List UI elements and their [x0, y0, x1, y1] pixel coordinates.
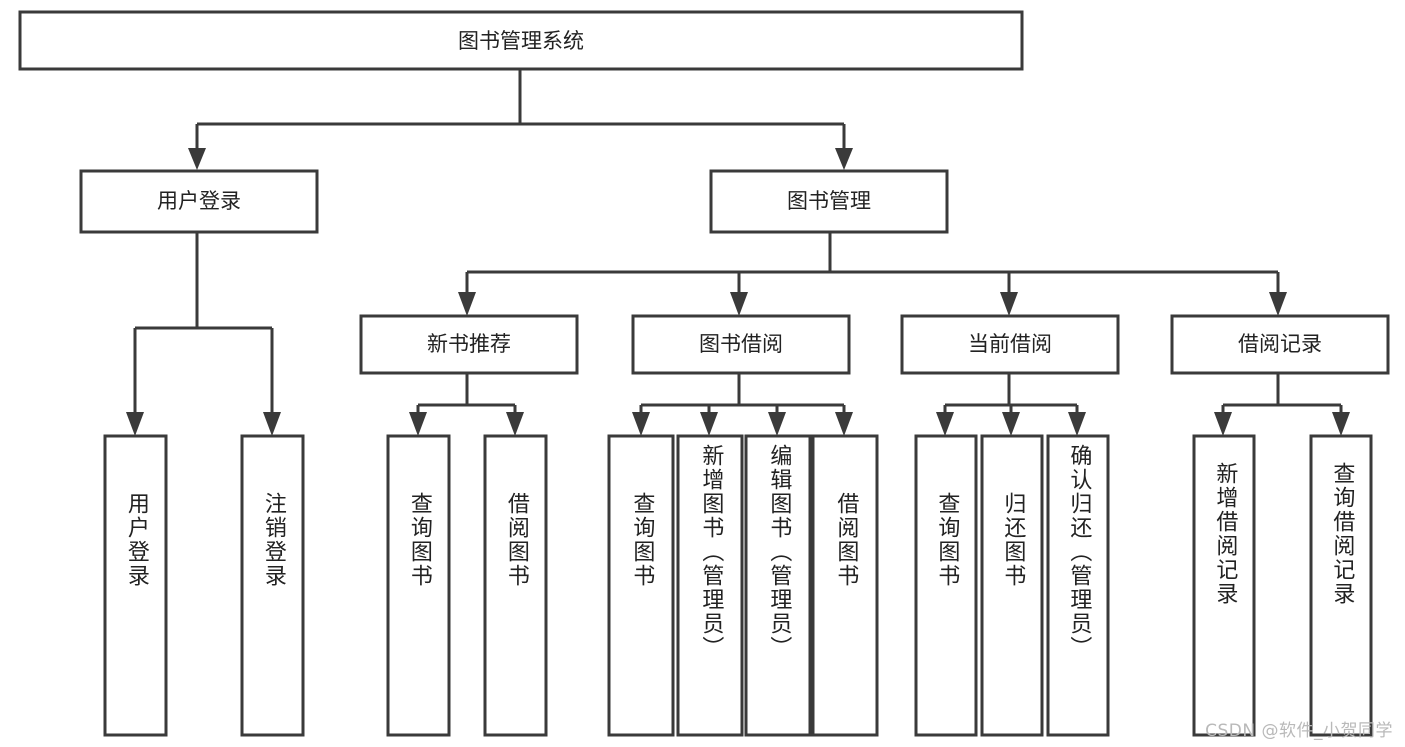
node-leaf-add-book-admin[interactable] [676, 434, 744, 737]
watermark-text: CSDN @软件_小贺同学 [1205, 721, 1393, 741]
connector-borrow-record-to-leaves [1214, 373, 1350, 436]
node-book-borrow[interactable]: 图书借阅 [631, 314, 851, 375]
node-leaf-add-borrow-record[interactable] [1192, 434, 1256, 737]
connector-new-book-to-leaves [409, 373, 524, 436]
connector-current-borrow-to-leaves [936, 373, 1086, 436]
node-label-current-borrow: 当前借阅 [968, 332, 1052, 356]
arrow-head-icon [1068, 412, 1086, 436]
node-leaf-user-login[interactable] [103, 434, 168, 737]
arrow-head-icon [700, 412, 718, 436]
node-current-borrow[interactable]: 当前借阅 [900, 314, 1120, 375]
arrow-head-icon [730, 292, 748, 316]
node-leaf-edit-book-admin[interactable] [744, 434, 812, 737]
arrow-head-icon [1002, 412, 1020, 436]
arrow-head-icon [126, 412, 144, 436]
connector-user-login-to-leaves [126, 232, 281, 436]
arrow-head-icon [506, 412, 524, 436]
arrow-head-icon [1269, 292, 1287, 316]
arrow-head-icon [835, 412, 853, 436]
arrow-head-icon [263, 412, 281, 436]
node-root-system[interactable]: 图书管理系统 [18, 10, 1024, 71]
connector-book-mgmt-to-level3 [458, 232, 1287, 316]
arrow-head-icon [768, 412, 786, 436]
arrow-head-icon [1000, 292, 1018, 316]
connector-root-to-level2 [188, 69, 853, 170]
node-leaf-query-book-new[interactable] [386, 434, 451, 737]
arrow-head-icon [632, 412, 650, 436]
node-label-book-management: 图书管理 [787, 189, 871, 213]
node-label-new-book-recommend: 新书推荐 [427, 332, 511, 356]
node-book-management[interactable]: 图书管理 [709, 169, 949, 234]
node-leaf-query-book-current[interactable] [914, 434, 978, 737]
node-label-root: 图书管理系统 [458, 29, 584, 53]
node-leaf-borrow-book-borrow[interactable] [811, 434, 879, 737]
node-leaf-confirm-return-admin[interactable] [1046, 434, 1110, 737]
node-leaf-logout[interactable] [240, 434, 305, 737]
arrow-head-icon [1332, 412, 1350, 436]
node-user-login[interactable]: 用户登录 [79, 169, 319, 234]
arrow-head-icon [1214, 412, 1232, 436]
node-leaf-query-book-borrow[interactable] [607, 434, 675, 737]
arrow-head-icon [458, 292, 476, 316]
node-label-borrow-record: 借阅记录 [1238, 332, 1322, 356]
node-leaf-return-book[interactable] [980, 434, 1044, 737]
node-new-book-recommend[interactable]: 新书推荐 [359, 314, 579, 375]
arrow-head-icon [835, 148, 853, 170]
arrow-head-icon [188, 148, 206, 170]
node-label-book-borrow: 图书借阅 [699, 332, 783, 356]
connector-book-borrow-to-leaves [632, 373, 853, 436]
node-label-user-login: 用户登录 [157, 189, 241, 213]
node-leaf-query-borrow-record[interactable] [1309, 434, 1373, 737]
arrow-head-icon [409, 412, 427, 436]
arrow-head-icon [936, 412, 954, 436]
node-borrow-record[interactable]: 借阅记录 [1170, 314, 1390, 375]
node-leaf-borrow-book-new[interactable] [483, 434, 548, 737]
